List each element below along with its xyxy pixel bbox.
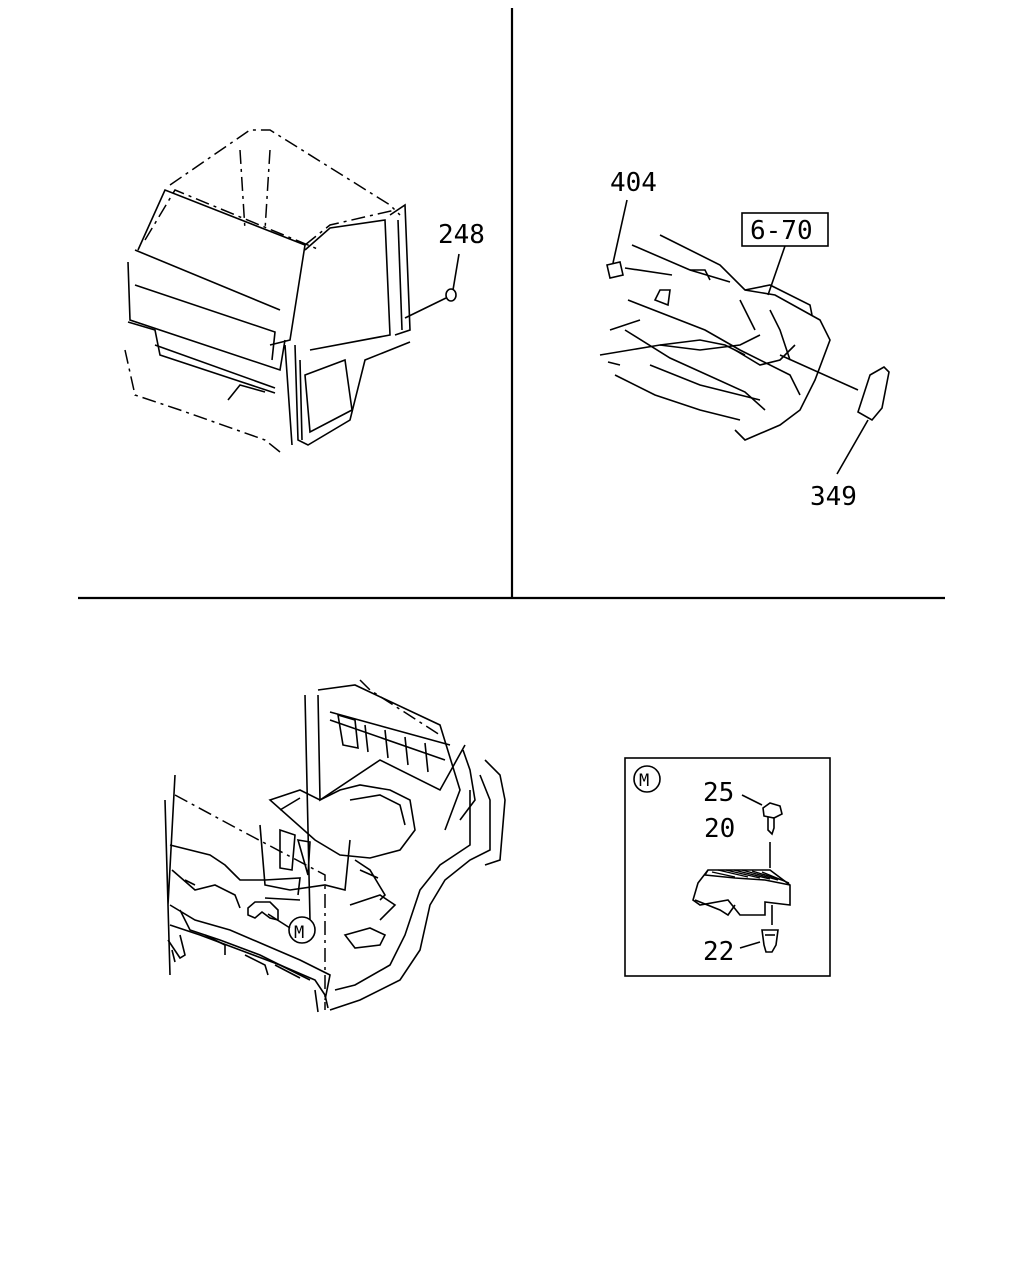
cab-floor-drawing	[164, 679, 506, 1013]
callout-25: 25	[703, 778, 734, 808]
floor-assembly-drawing	[599, 199, 890, 475]
detail-inset-M	[624, 757, 831, 977]
detail-marker-inset: M	[639, 771, 649, 791]
reference-box-6-70	[741, 212, 829, 247]
step-tread-hatching	[711, 869, 790, 884]
callout-349: 349	[810, 482, 857, 512]
cab-overview-drawing	[124, 129, 460, 453]
callout-22: 22	[703, 937, 734, 967]
detail-marker-main: M	[294, 923, 304, 943]
callout-6-70: 6-70	[750, 216, 813, 246]
callout-20: 20	[704, 814, 735, 844]
panel-dividers	[78, 8, 945, 600]
callout-404: 404	[610, 168, 657, 198]
callout-248: 248	[438, 220, 485, 250]
